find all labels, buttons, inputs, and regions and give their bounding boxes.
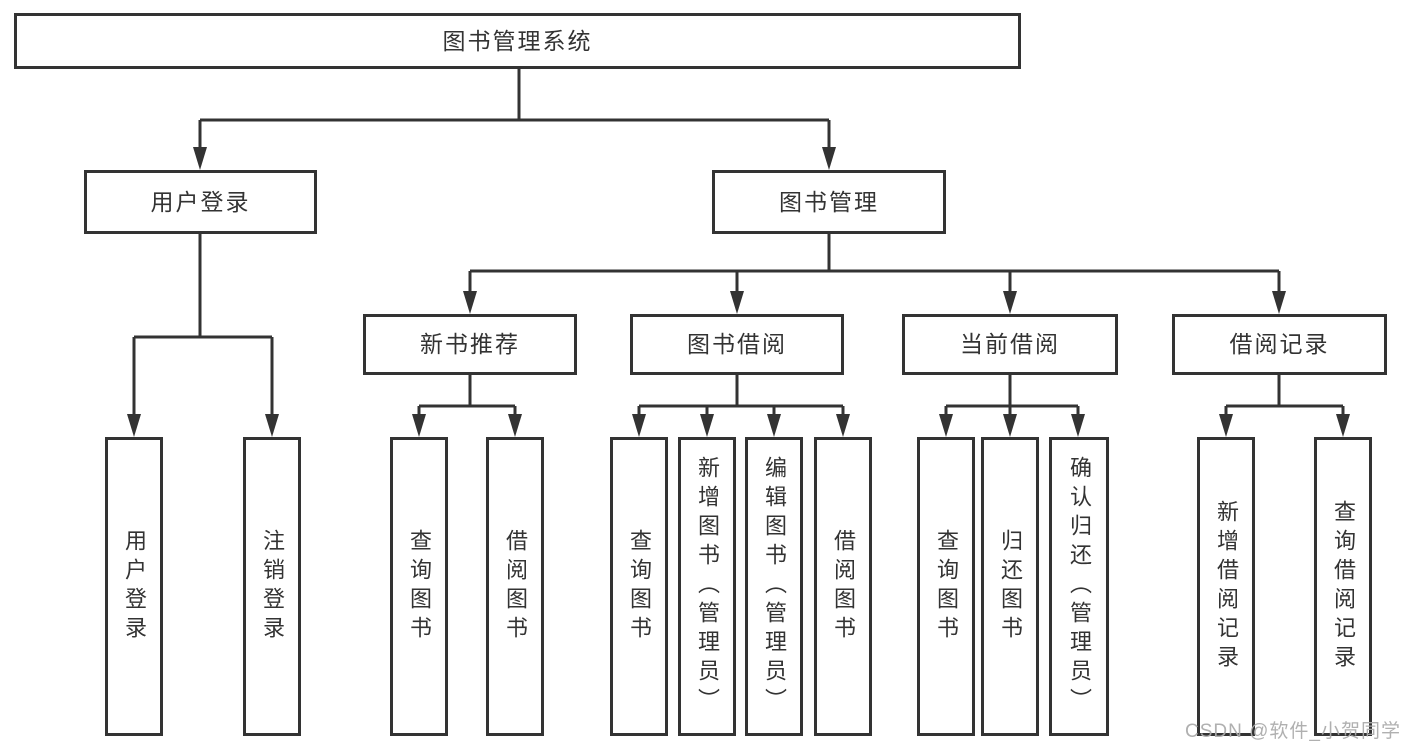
- leaf-logout-label: 注销登录: [260, 528, 285, 645]
- node-current-borrow: 当前借阅: [902, 314, 1118, 375]
- node-current-borrow-label: 当前借阅: [960, 331, 1060, 357]
- leaf-edit-books-admin-label: 编辑图书（管理员）: [762, 456, 787, 717]
- node-new-book-recommend-label: 新书推荐: [420, 331, 520, 357]
- leaf-add-borrow-record: 新增借阅记录: [1197, 437, 1255, 736]
- node-root-label: 图书管理系统: [442, 27, 593, 54]
- leaf-borrow-books-2-label: 借阅图书: [831, 528, 856, 645]
- leaf-add-borrow-record-label: 新增借阅记录: [1214, 499, 1239, 674]
- node-book-management: 图书管理: [712, 170, 946, 234]
- leaf-query-borrow-record-label: 查询借阅记录: [1331, 499, 1356, 674]
- leaf-edit-books-admin: 编辑图书（管理员）: [745, 437, 803, 736]
- node-root: 图书管理系统: [14, 13, 1021, 69]
- leaf-query-books-3: 查询图书: [917, 437, 975, 736]
- leaf-user-login-label: 用户登录: [122, 528, 147, 645]
- node-book-borrow: 图书借阅: [630, 314, 844, 375]
- node-new-book-recommend: 新书推荐: [363, 314, 577, 375]
- leaf-logout: 注销登录: [243, 437, 301, 736]
- leaf-add-books-admin: 新增图书（管理员）: [678, 437, 736, 736]
- leaf-query-books-2: 查询图书: [610, 437, 668, 736]
- node-borrow-records-label: 借阅记录: [1229, 331, 1330, 357]
- leaf-confirm-return-admin: 确认归还（管理员）: [1049, 437, 1109, 736]
- leaf-add-books-admin-label: 新增图书（管理员）: [695, 456, 720, 717]
- leaf-user-login: 用户登录: [105, 437, 163, 736]
- leaf-return-books-label: 归还图书: [998, 528, 1023, 645]
- leaf-borrow-books-2: 借阅图书: [814, 437, 872, 736]
- leaf-return-books: 归还图书: [981, 437, 1039, 736]
- arrowheads: [127, 147, 1350, 437]
- node-user-login: 用户登录: [84, 170, 317, 234]
- leaf-confirm-return-admin-label: 确认归还（管理员）: [1067, 456, 1092, 717]
- node-borrow-records: 借阅记录: [1172, 314, 1387, 375]
- leaf-query-books-3-label: 查询图书: [934, 528, 959, 645]
- leaf-query-books-1: 查询图书: [390, 437, 448, 736]
- leaf-query-books-2-label: 查询图书: [627, 528, 652, 645]
- csdn-watermark: CSDN @软件_小贺同学: [1185, 721, 1401, 742]
- node-book-borrow-label: 图书借阅: [687, 331, 787, 357]
- leaf-borrow-books-1-label: 借阅图书: [503, 528, 528, 645]
- node-book-management-label: 图书管理: [779, 188, 879, 215]
- leaf-borrow-books-1: 借阅图书: [486, 437, 544, 736]
- node-user-login-label: 用户登录: [150, 188, 251, 215]
- leaf-query-books-1-label: 查询图书: [407, 528, 432, 645]
- leaf-query-borrow-record: 查询借阅记录: [1314, 437, 1372, 736]
